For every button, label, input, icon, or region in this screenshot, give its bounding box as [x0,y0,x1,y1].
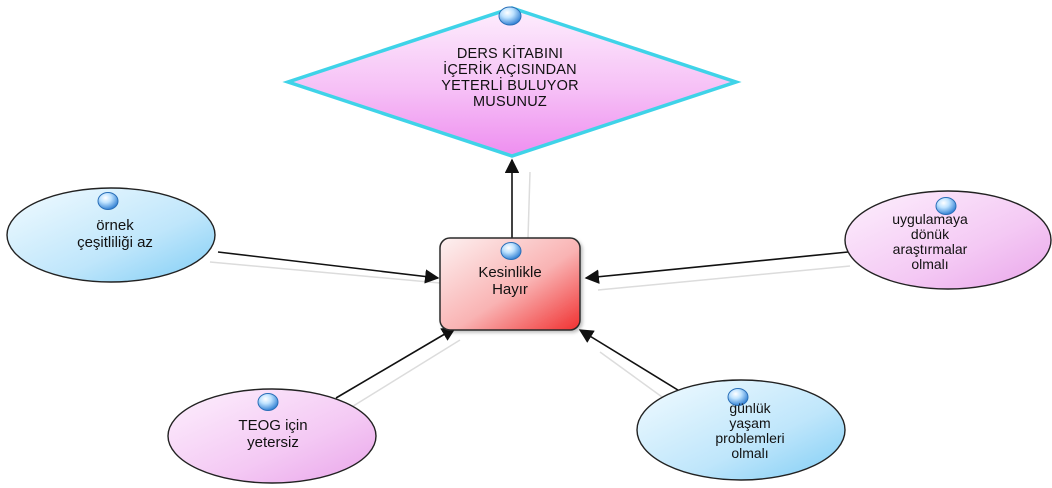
bulb-icon [498,6,522,26]
reason-node-ornek[interactable] [6,187,216,283]
connector-ornek-to-answer [217,251,440,284]
connectors [217,158,849,399]
bulb-icon [727,388,749,406]
reason-node-teog[interactable] [167,388,377,484]
connector-uygulama-to-answer [584,251,849,284]
bulb-icon [935,197,957,215]
bulb-icon [257,393,279,411]
answer-box[interactable] [439,237,581,331]
question-diamond[interactable] [282,6,742,158]
reason-node-gunluk[interactable] [636,379,846,481]
bulb-icon [500,242,522,260]
bulb-icon [97,192,119,210]
connector-gunluk-to-answer [578,329,687,396]
reason-node-uygulama[interactable] [844,190,1052,290]
connector-teog-to-answer [335,327,457,399]
